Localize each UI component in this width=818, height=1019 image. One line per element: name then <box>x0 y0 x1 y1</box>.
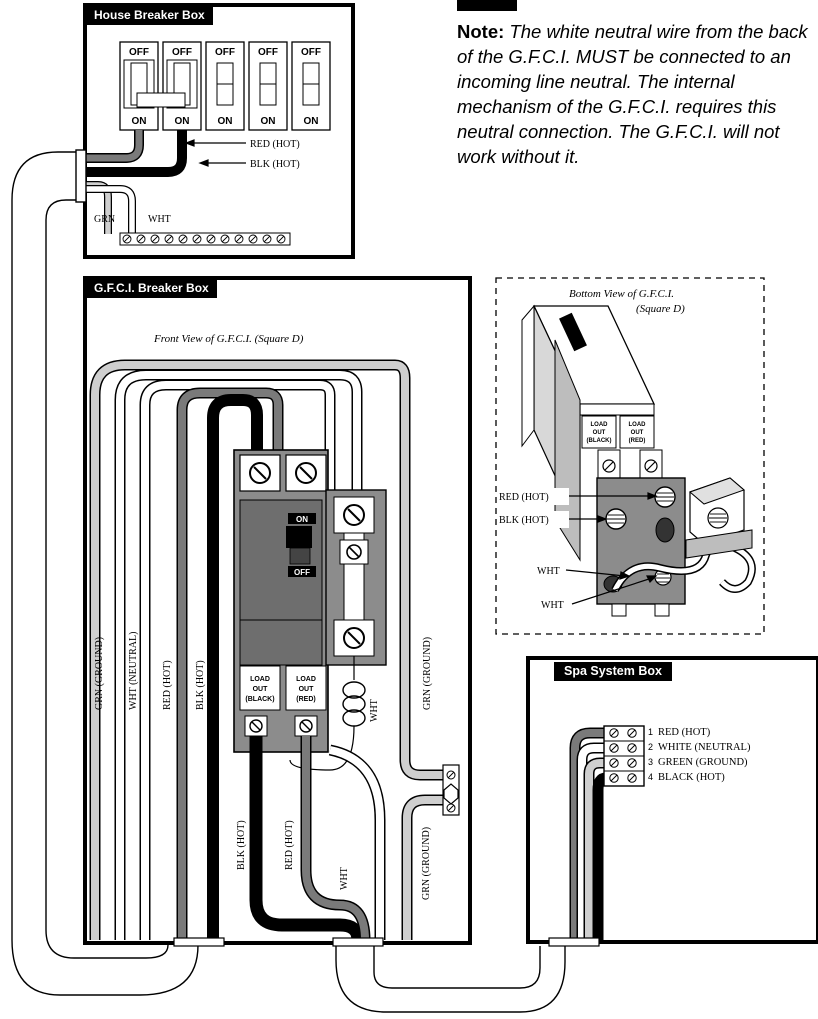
house-blk-label: BLK (HOT) <box>250 159 300 170</box>
gfci-load-red-3: (RED) <box>296 696 315 703</box>
house-grn-label: GRN <box>94 214 115 225</box>
bv-red-label: RED (HOT) <box>499 492 549 503</box>
gfci-neutral-plate <box>325 489 387 666</box>
bv-red-label-bg <box>497 488 569 505</box>
spa-fitting <box>548 937 600 947</box>
gfci-breaker: ON OFF LOAD OUT (BLACK) LOAD OUT (RED) <box>233 449 329 753</box>
gfci-load-red-2: OUT <box>299 686 315 693</box>
bv-load-red-1: LOAD <box>629 422 647 428</box>
gfci-load-black-2: OUT <box>253 686 269 693</box>
bv-load-red-2: OUT <box>631 430 644 436</box>
conduit-right <box>335 946 566 1013</box>
note-body: The white neutral wire from the back of … <box>457 21 808 167</box>
house-wht-label: WHT <box>148 214 171 225</box>
spa-terminal-2-num: 2 <box>648 742 654 752</box>
lbl-wht: WHT <box>369 699 380 722</box>
spa-terminal-4-num: 4 <box>648 772 654 782</box>
breaker-5-on: ON <box>304 116 319 127</box>
house-red-label: RED (HOT) <box>250 139 300 150</box>
lbl-wht-neutral: WHT (NEUTRAL) <box>128 632 139 710</box>
note-prefix: Note: <box>457 21 505 42</box>
spa-terminal-3-num: 3 <box>648 757 654 767</box>
breaker-2-on: ON <box>175 116 190 127</box>
ground-lug <box>442 764 460 816</box>
bottom-caption-1: Bottom View of G.F.C.I. <box>569 288 674 300</box>
breaker-1-off: OFF <box>129 47 149 58</box>
lbl-grn-ground: GRN (GROUND) <box>94 637 105 710</box>
spa-terminal-3: 3 GREEN (GROUND) <box>648 757 748 768</box>
breaker-3: OFF ON <box>205 41 245 131</box>
lbl-grn-ground-right: GRN (GROUND) <box>422 637 433 710</box>
spa-terminal-1-num: 1 <box>648 727 654 737</box>
fitting-left <box>173 937 225 947</box>
spa-wires <box>569 727 607 940</box>
breaker-4-on: ON <box>261 116 276 127</box>
spa-terminal-4: 4 BLACK (HOT) <box>648 772 725 783</box>
bv-load-black-1: LOAD <box>591 422 609 428</box>
spa-box-title: Spa System Box <box>554 662 672 681</box>
gfci-switch-off: OFF <box>294 568 310 577</box>
breaker-5: OFF ON <box>291 41 331 131</box>
breaker-4-off: OFF <box>258 47 278 58</box>
gfci-load-black-1: LOAD <box>250 676 270 683</box>
lbl-blk-hot: BLK (HOT) <box>195 660 206 710</box>
spa-terminal-block <box>603 725 645 787</box>
bv-load-black-3: (BLACK) <box>587 438 612 444</box>
gfci-load-black-3: (BLACK) <box>245 696 274 703</box>
gfci-box-title: G.F.C.I. Breaker Box <box>86 279 217 298</box>
bottom-view-callouts <box>560 492 658 605</box>
bv-load-red-3: (RED) <box>629 438 646 444</box>
gfci-lower-wires <box>249 656 446 941</box>
gfci-load-red-1: LOAD <box>296 676 316 683</box>
spa-terminal-3-label: GREEN (GROUND) <box>658 757 748 768</box>
breaker-2-off: OFF <box>172 47 192 58</box>
bv-blk-label-bg <box>497 511 569 528</box>
spa-terminal-2-label: WHITE (NEUTRAL) <box>658 742 751 753</box>
breaker-1-on: ON <box>132 116 147 127</box>
house-box-title: House Breaker Box <box>86 6 213 25</box>
house-arrows <box>184 139 246 167</box>
bv-load-black-2: OUT <box>593 430 606 436</box>
bv-wht1-label: WHT <box>537 566 560 577</box>
lbl-red-hot-lower: RED (HOT) <box>284 820 295 870</box>
gfci-front-caption: Front View of G.F.C.I. (Square D) <box>153 333 304 345</box>
breaker-1: OFF ON <box>119 41 159 131</box>
breaker-3-on: ON <box>218 116 233 127</box>
spa-terminal-1-label: RED (HOT) <box>658 727 711 738</box>
lbl-grn-ground-lower: GRN (GROUND) <box>421 827 432 900</box>
breaker-3-off: OFF <box>215 47 235 58</box>
fitting-right <box>332 937 384 947</box>
spa-terminal-4-label: BLACK (HOT) <box>658 772 725 783</box>
gfci-switch-on: ON <box>296 515 308 524</box>
house-wires <box>80 130 187 234</box>
breaker-5-off: OFF <box>301 47 321 58</box>
bv-blk-label: BLK (HOT) <box>499 515 549 526</box>
bv-wht2-label: WHT <box>541 600 564 611</box>
lbl-red-hot: RED (HOT) <box>162 660 173 710</box>
note-text: Note: The white neutral wire from the ba… <box>457 19 817 169</box>
bottom-view-breaker: LOAD OUT (BLACK) LOAD OUT (RED) <box>521 304 756 617</box>
note-header-bar <box>457 0 517 11</box>
house-breaker-row: OFF ON OFF ON OFF ON OFF ON <box>119 41 331 131</box>
lbl-wht-lower: WHT <box>339 867 350 890</box>
neutral-bus-bar <box>119 232 291 246</box>
conduit-left <box>11 149 199 996</box>
bottom-caption-2: (Square D) <box>636 303 685 315</box>
gfci-loop-wires <box>89 359 446 940</box>
spa-terminal-2: 2 WHITE (NEUTRAL) <box>648 742 750 753</box>
breaker-4: OFF ON <box>248 41 288 131</box>
breaker-2: OFF ON <box>162 41 202 131</box>
lbl-blk-hot-lower: BLK (HOT) <box>236 820 247 870</box>
breaker-tie-bar <box>136 92 186 108</box>
spa-terminal-1: 1 RED (HOT) <box>648 727 710 738</box>
